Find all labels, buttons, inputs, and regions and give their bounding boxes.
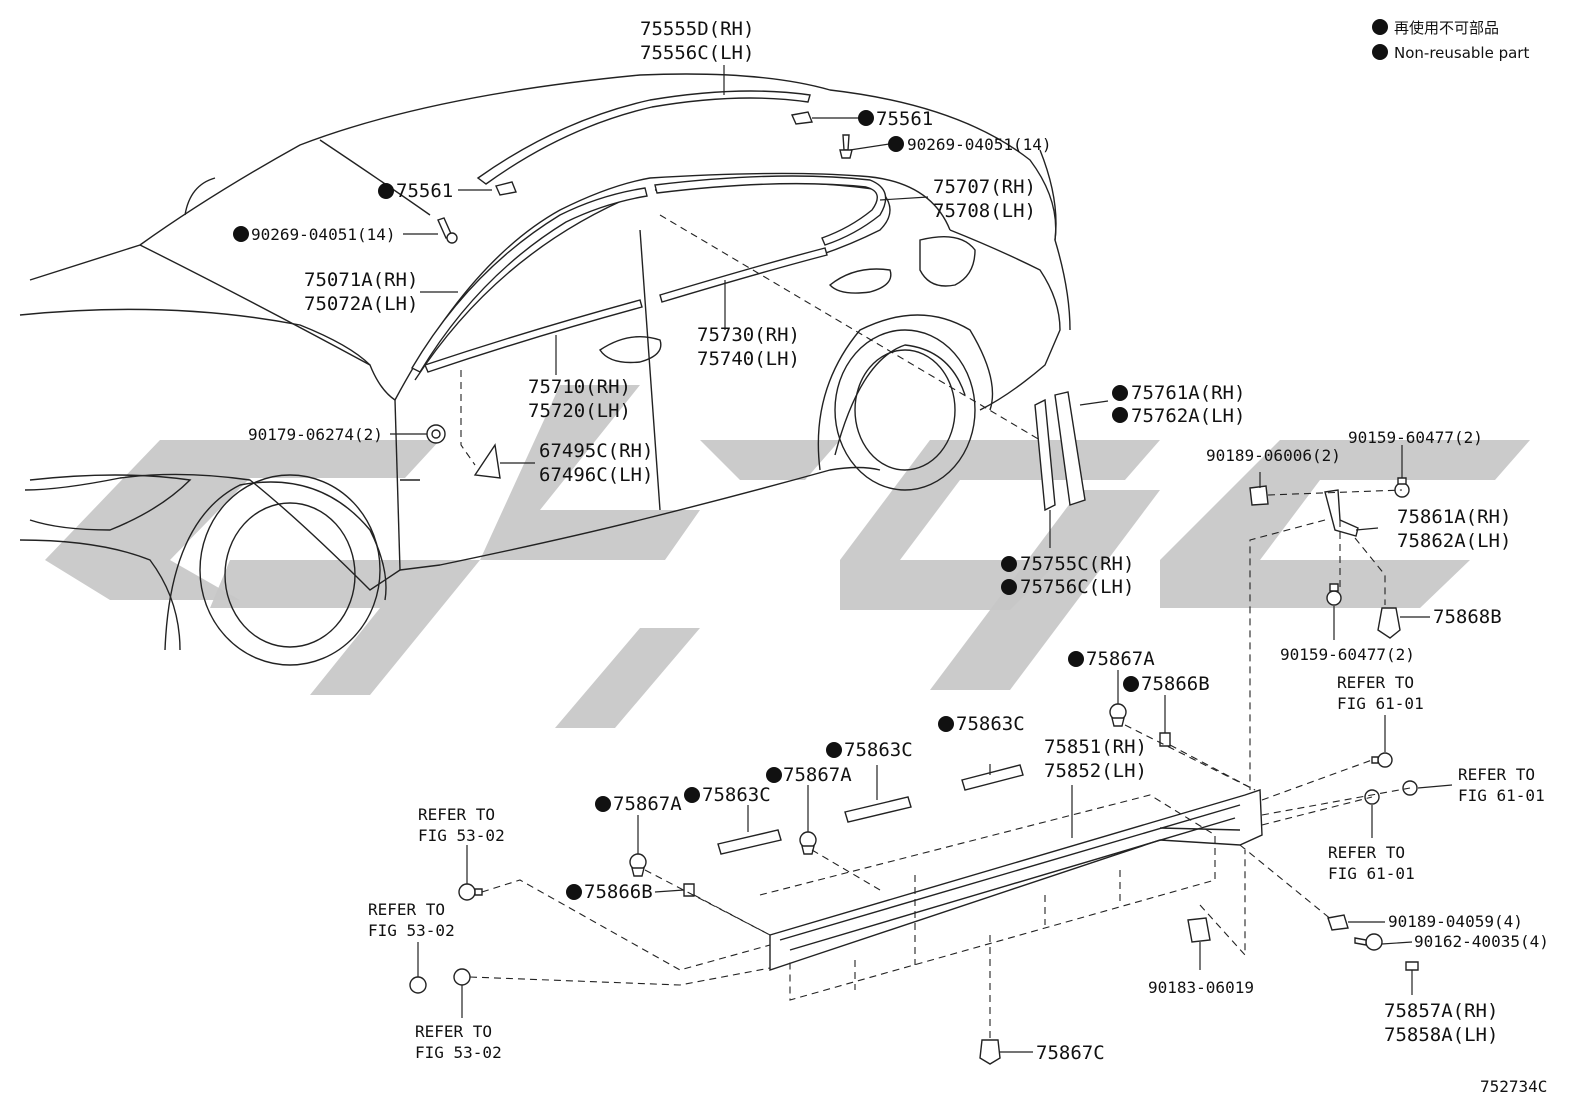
- label-75707: 75707(RH): [933, 176, 1036, 198]
- label-refer-53-a2: FIG 53-02: [418, 826, 505, 845]
- tape-75863C-left: [717, 829, 782, 855]
- screw-90269-top: [839, 134, 853, 159]
- clip-90183: [1187, 917, 1211, 943]
- label-refer-53-b2: FIG 53-02: [368, 921, 455, 940]
- label-67495C: 67495C(RH): [539, 440, 653, 462]
- label-75866B-left: 75866B: [584, 881, 653, 903]
- label-refer-61-c2: FIG 61-01: [1328, 864, 1415, 883]
- label-refer-53-c2: FIG 53-02: [415, 1043, 502, 1062]
- label-refer-53-a1: REFER TO: [418, 805, 495, 824]
- clip-75866B-left: [683, 883, 695, 897]
- label-75730: 75730(RH): [697, 324, 800, 346]
- screw-90162: [1354, 933, 1383, 951]
- label-75863C-middle: 75863C: [844, 739, 913, 761]
- watermark: [45, 385, 1530, 728]
- tape-75863C-middle: [844, 796, 912, 823]
- label-75868B: 75868B: [1433, 606, 1502, 628]
- label-75858A: 75858A(LH): [1384, 1024, 1498, 1046]
- label-75861A: 75861A(RH): [1397, 506, 1511, 528]
- label-75863C-left: 75863C: [702, 784, 771, 806]
- label-refer-61-a2: FIG 61-01: [1337, 694, 1424, 713]
- clip-90189-04059: [1327, 914, 1349, 931]
- label-75708: 75708(LH): [933, 200, 1036, 222]
- leader-lines: [390, 65, 1453, 1053]
- clip-refer-53-c: [453, 968, 471, 986]
- figure-code: 752734C: [1480, 1077, 1547, 1096]
- label-75866B-top: 75866B: [1141, 673, 1210, 695]
- roof-molding: [476, 90, 811, 185]
- label-refer-61-a1: REFER TO: [1337, 673, 1414, 692]
- label-90179: 90179-06274(2): [248, 425, 383, 444]
- label-75851: 75851(RH): [1044, 736, 1147, 758]
- label-75863C-right: 75863C: [956, 713, 1025, 735]
- clip-75868B: [1377, 607, 1401, 639]
- label-75561-top: 75561: [876, 108, 933, 130]
- clip-75867C: [979, 1039, 1001, 1065]
- label-75072A: 75072A(LH): [304, 293, 418, 315]
- label-90183: 90183-06019: [1148, 978, 1254, 997]
- bolt-90159-top: [1394, 477, 1410, 498]
- tape-75863C-right: [961, 764, 1024, 791]
- emblem-67495C: [473, 443, 501, 479]
- clip-90189-06006: [1249, 485, 1269, 506]
- label-90269-top: 90269-04051(14): [907, 135, 1052, 154]
- label-75867C: 75867C: [1036, 1042, 1105, 1064]
- label-75756C: 75756C(LH): [1020, 576, 1134, 598]
- label-75852: 75852(LH): [1044, 760, 1147, 782]
- bracket-75861A: [1324, 489, 1359, 537]
- label-75555D: 75555D(RH): [640, 18, 754, 40]
- label-75761A: 75761A(RH): [1131, 382, 1245, 404]
- clip-75857A: [1405, 961, 1419, 971]
- label-75867A-top: 75867A: [1086, 648, 1155, 670]
- pillar-garnish: [1034, 391, 1086, 512]
- label-refer-61-b1: REFER TO: [1458, 765, 1535, 784]
- label-refer-53-b1: REFER TO: [368, 900, 445, 919]
- bolt-refer-61-a: [1371, 752, 1393, 768]
- label-90269-left: 90269-04051(14): [251, 225, 396, 244]
- dashed-lines: [460, 214, 1411, 1040]
- rocker-panel-75851: [769, 789, 1263, 971]
- window-frame-molding-rear: [654, 175, 887, 246]
- label-75740: 75740(LH): [697, 348, 800, 370]
- label-75755C: 75755C(RH): [1020, 553, 1134, 575]
- label-75857A: 75857A(RH): [1384, 1000, 1498, 1022]
- car-body: [19, 73, 1071, 666]
- label-75762A: 75762A(LH): [1131, 405, 1245, 427]
- label-refer-53-c1: REFER TO: [415, 1022, 492, 1041]
- clip-90179: [426, 424, 446, 444]
- label-75071A: 75071A(RH): [304, 269, 418, 291]
- legend-japanese: 再使用不可部品: [1394, 19, 1499, 37]
- clip-75866B-top: [1159, 732, 1171, 747]
- label-75720: 75720(LH): [528, 400, 631, 422]
- non-reusable-markers: [233, 19, 1388, 900]
- window-frame-molding-front: [411, 187, 648, 373]
- legend-english: Non-reusable part: [1394, 44, 1529, 62]
- label-75710: 75710(RH): [528, 376, 631, 398]
- bolt-refer-53-b: [409, 976, 427, 994]
- label-90159-bottom: 90159-60477(2): [1280, 645, 1415, 664]
- clip-75561-top: [791, 111, 813, 125]
- label-67496C: 67496C(LH): [539, 464, 653, 486]
- clip-75561-left: [495, 181, 517, 196]
- belt-molding-front: [424, 299, 643, 373]
- screw-90269-left: [437, 217, 458, 244]
- label-90189-04059: 90189-04059(4): [1388, 912, 1523, 931]
- clip-75867A-left: [629, 853, 647, 877]
- part-labels: 75555D(RH) 75556C(LH) 75561 90269-04051(…: [248, 18, 1549, 1096]
- belt-molding-rear: [659, 247, 828, 303]
- label-75867A-middle: 75867A: [783, 764, 852, 786]
- bolt-refer-53-a: [458, 883, 483, 901]
- label-refer-61-b2: FIG 61-01: [1458, 786, 1545, 805]
- label-75561-left: 75561: [396, 180, 453, 202]
- label-90189-06006: 90189-06006(2): [1206, 446, 1341, 465]
- label-75556C: 75556C(LH): [640, 42, 754, 64]
- bolt-90159-bottom: [1326, 583, 1342, 606]
- label-90162: 90162-40035(4): [1414, 932, 1549, 951]
- clip-75867A-top: [1109, 703, 1127, 727]
- label-refer-61-c1: REFER TO: [1328, 843, 1405, 862]
- label-75867A-left: 75867A: [613, 793, 682, 815]
- label-90159-top: 90159-60477(2): [1348, 428, 1483, 447]
- label-75862A: 75862A(LH): [1397, 530, 1511, 552]
